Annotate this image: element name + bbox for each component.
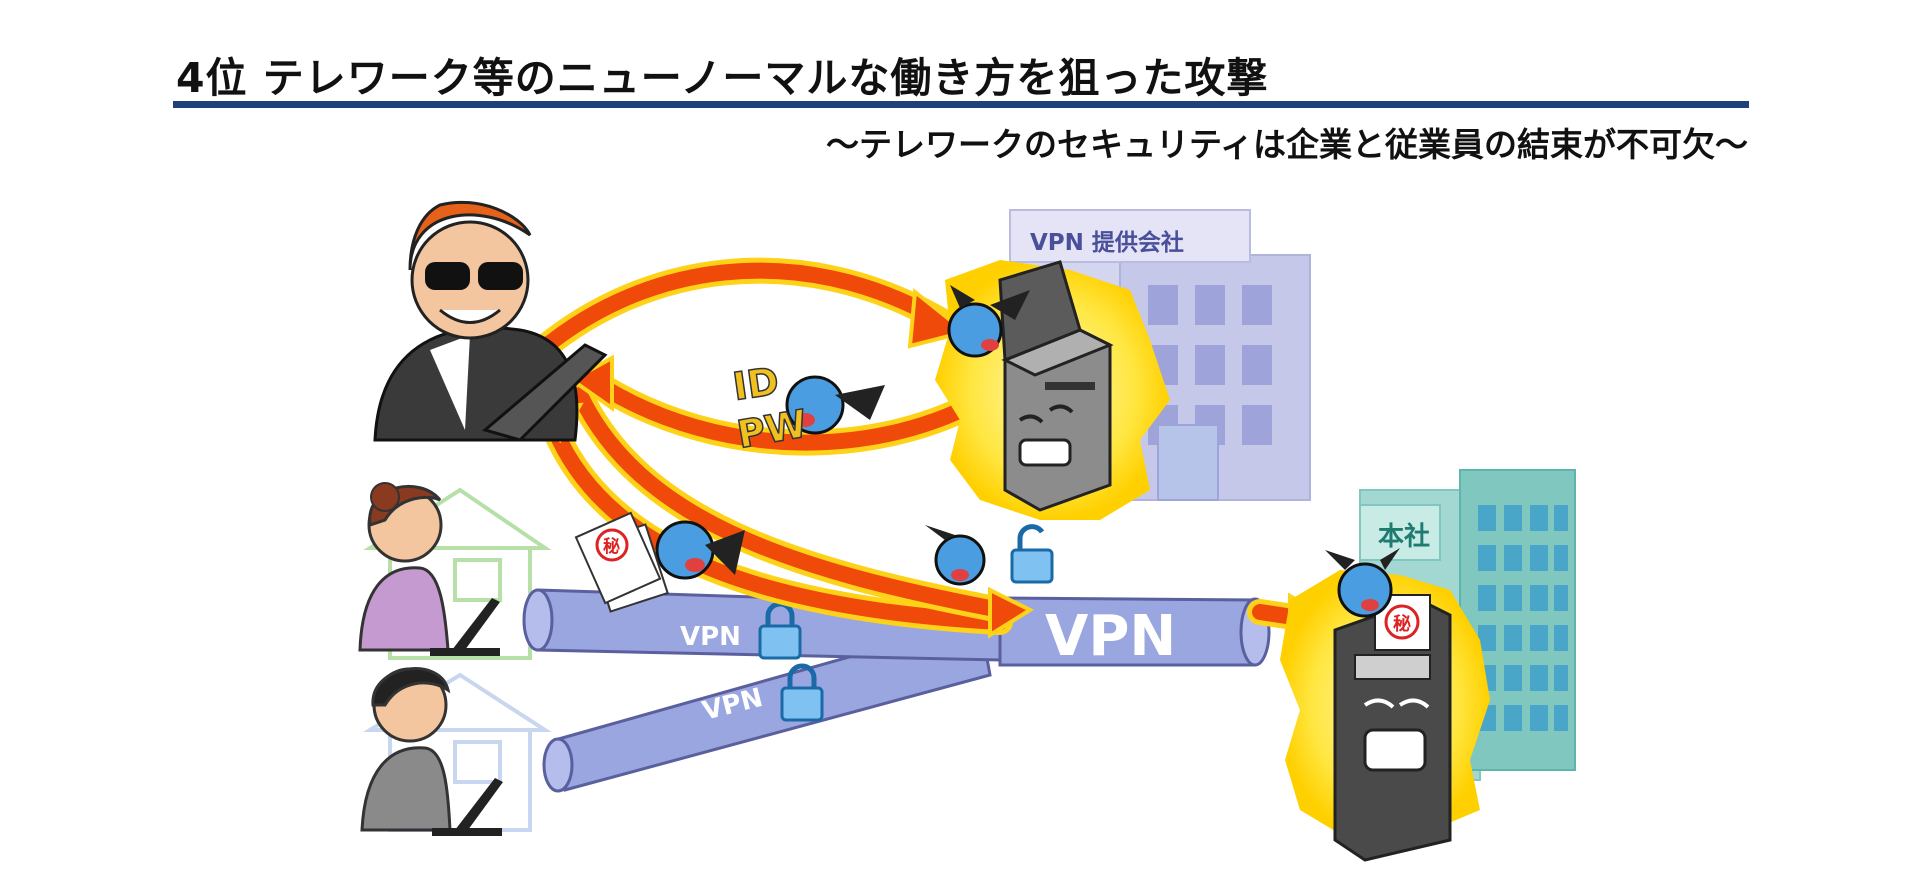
malware-creature-icon bbox=[1325, 548, 1400, 618]
malware-creature-icon bbox=[655, 520, 745, 580]
tunnel-main-label: VPN bbox=[1045, 604, 1176, 669]
broken-padlock-icon bbox=[1010, 524, 1054, 584]
attacker bbox=[373, 200, 608, 442]
vpn-provider-label: VPN 提供会社 bbox=[1030, 229, 1184, 256]
vpn-tunnel-lower bbox=[542, 618, 992, 793]
malware-creature-icon bbox=[947, 285, 1030, 358]
credential-id-label: ID bbox=[730, 359, 781, 409]
malware-creature-icon bbox=[925, 525, 986, 586]
page-title: 4位 テレワーク等のニューノーマルな働き方を狙った攻撃 bbox=[176, 54, 1269, 102]
tunnel-upper-label: VPN bbox=[680, 622, 741, 652]
attack-arrows bbox=[517, 257, 1313, 635]
title-underline bbox=[173, 101, 1749, 108]
secret-mark-hq: 秘 bbox=[1393, 613, 1411, 635]
secret-document-icon: 秘 bbox=[574, 511, 669, 613]
padlock-icon bbox=[780, 663, 824, 722]
headquarters-label: 本社 bbox=[1378, 521, 1430, 552]
secret-mark-stolen: 秘 bbox=[603, 536, 620, 557]
remote-worker-woman bbox=[358, 482, 500, 656]
compromised-hq-server: 秘 bbox=[1280, 570, 1490, 862]
malware-creature-icon bbox=[785, 375, 885, 435]
page-subtitle: ～テレワークのセキュリティは企業と従業員の結束が不可欠～ bbox=[825, 125, 1748, 164]
remote-worker-man bbox=[360, 667, 503, 836]
